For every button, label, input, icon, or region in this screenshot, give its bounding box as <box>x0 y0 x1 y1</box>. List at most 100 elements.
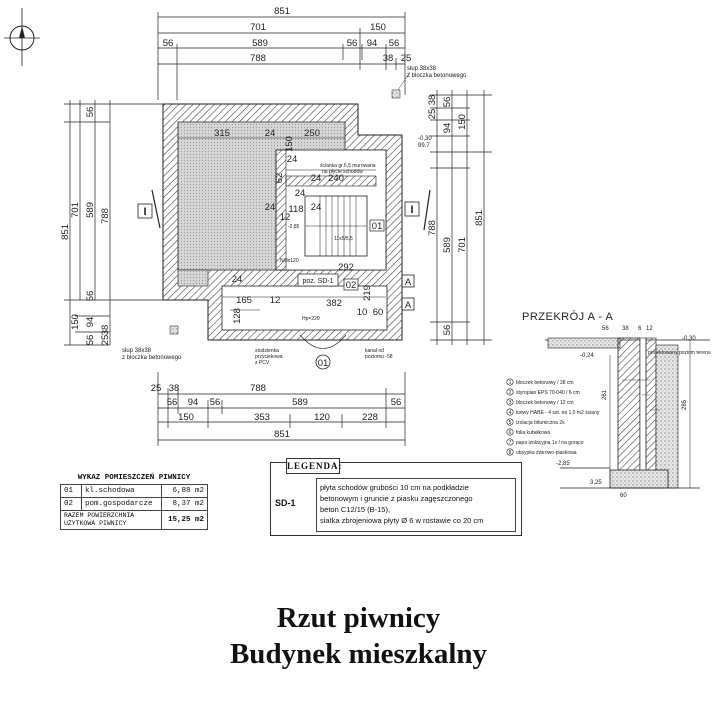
dim-bot-56a: 56 <box>167 397 178 408</box>
dim-left-851: 851 <box>60 224 71 240</box>
pos-sd1-box <box>297 273 339 287</box>
sec-level-mid: -0,24 <box>580 353 594 359</box>
pillar-bottom <box>169 325 179 335</box>
room-no: 01 <box>60 484 82 498</box>
room-area: 6,88 m2 <box>160 484 209 498</box>
dim-right-94: 94 <box>442 123 453 134</box>
legend-code: SD-1 <box>275 498 296 508</box>
layer-6-text: folia kubełkowa <box>516 430 550 436</box>
entry-marker <box>315 354 331 370</box>
channel-note: kanał od <box>365 348 384 354</box>
dim-left-38: 38 <box>100 325 111 336</box>
dim-top-56b: 56 <box>347 38 358 49</box>
sec-dim-12: 12 <box>646 326 653 332</box>
section-a-label: A <box>405 277 412 288</box>
dim-bot-25: 25 <box>151 383 162 394</box>
table-row: 02 pom.gospodarcze 8,37 m2 <box>60 497 209 511</box>
section-label-left: I <box>143 206 146 218</box>
room-name: pom.gospodarcze <box>81 497 162 511</box>
layer-7-no: 7 <box>509 440 512 446</box>
int-dim-12b: 12 <box>270 295 281 306</box>
section-marker-left <box>137 189 161 229</box>
dim-bot-228: 228 <box>362 412 378 423</box>
int-dim-24a: 24 <box>265 128 276 139</box>
stair-wall-note2: na płycie schodów <box>322 169 363 175</box>
dim-bot-120: 120 <box>314 412 330 423</box>
int-dim-150: 150 <box>284 136 295 152</box>
int-dim-24f: 24 <box>311 202 322 213</box>
dim-bot-150: 150 <box>178 412 194 423</box>
int-dim-165: 165 <box>236 295 252 306</box>
interior-dimensions <box>178 137 386 311</box>
title-line-1: Rzut piwnicy <box>276 602 441 634</box>
sec-level-top: -0,30 <box>682 336 696 342</box>
dim-top-56a: 56 <box>163 38 174 49</box>
int-dim-10: 10 <box>357 307 368 318</box>
int-dim-12a: 12 <box>280 212 291 223</box>
total-area: 15,25 m2 <box>160 510 209 530</box>
int-dim-382: 382 <box>326 298 342 309</box>
right-dimension-chain <box>430 90 492 345</box>
section-label-right: I <box>410 204 413 216</box>
entry-label: 01 <box>318 358 329 369</box>
dim-top-150: 150 <box>370 22 386 33</box>
stairs-steps-label: 11x5/5,5 <box>334 236 353 242</box>
rooms-table-header: WYKAZ POMIESZCZEŃ PIWNICY <box>60 472 208 485</box>
legend-text: płyta schodów grubości 10 cm na podkładz… <box>320 482 515 526</box>
int-dim-292: 292 <box>338 262 354 273</box>
int-dim-24c: 24 <box>311 173 322 184</box>
rooms-table-caption: WYKAZ POMIESZCZEŃ PIWNICY <box>60 472 208 485</box>
left-dimension-chain <box>64 100 165 346</box>
dim-bot-56c: 56 <box>391 397 402 408</box>
sec-dim-6: 6 <box>638 326 642 332</box>
dim-right-150: 150 <box>457 114 468 130</box>
dim-bot-94: 94 <box>188 397 199 408</box>
dim-left-25: 25 <box>100 335 111 346</box>
dim-left-701: 701 <box>70 202 81 218</box>
pillar-top-note2: z bloczka betonowego <box>407 73 467 79</box>
int-dim-118: 118 <box>288 204 303 215</box>
int-dim-128: 128 <box>232 308 243 324</box>
section-layer-list: 1 bloczek betonowy / 38 cm 2 styropian E… <box>506 378 600 456</box>
section-layer-callouts <box>622 379 660 411</box>
layer-3-text: bloczek betonowy / 12 cm <box>516 400 574 406</box>
sec-h2: 285 <box>682 399 688 410</box>
title-line-2: Budynek mieszkalny <box>229 638 488 670</box>
window-note: N/3x120 <box>280 258 299 264</box>
door-note: Hp=220 <box>302 316 320 322</box>
dim-top-589: 589 <box>252 38 268 49</box>
room-label-01: 01 <box>372 221 383 232</box>
int-dim-315: 315 <box>214 128 230 139</box>
dim-right-25: 25 <box>427 109 438 120</box>
dim-bot-788: 788 <box>250 383 266 394</box>
level-note-a: -0,30 <box>418 136 432 142</box>
layer-7-text: papa izolacyjna 1x / na gorąco <box>516 440 584 446</box>
layer-2-no: 2 <box>509 390 512 396</box>
section-a-label-2: A <box>405 300 412 311</box>
pos-sd1-label: poz. SD-1 <box>302 278 333 285</box>
well-note2: przyciekowa <box>255 354 283 360</box>
layer-4-text: kotwy HABE - 4 szt. na 1,0 m2 ściany <box>516 410 600 416</box>
section-marker-right <box>404 189 431 231</box>
section-a-marker <box>401 274 415 311</box>
int-dim-60: 60 <box>373 307 384 318</box>
int-dim-24b: 24 <box>287 154 298 165</box>
section-aa-drawing <box>545 337 710 489</box>
dim-right-701: 701 <box>457 237 468 253</box>
room-name: kl.schodowa <box>81 484 162 498</box>
int-dim-24d: 24 <box>295 188 306 199</box>
dim-bot-353: 353 <box>254 412 270 423</box>
rooms-table: WYKAZ POMIESZCZEŃ PIWNICY 01 kl.schodowa… <box>60 472 209 530</box>
level-note-b: 99,7 <box>418 143 430 149</box>
table-row-total: RAZEM POWIERZCHNIA UŻYTKOWA PIWNICY 15,2… <box>60 510 209 530</box>
dim-left-56b: 56 <box>85 291 96 302</box>
sec-level-label: projektowany poziom terenu <box>648 350 711 356</box>
section-aa-title: PRZEKRÓJ A - A <box>522 310 614 323</box>
layer-1-no: 1 <box>509 380 512 386</box>
level-in-note: -2,85 <box>288 224 300 230</box>
dim-bot-56b: 56 <box>210 397 221 408</box>
dim-top-38: 38 <box>383 53 394 64</box>
sec-b2: 60 <box>620 493 627 499</box>
int-dim-240: 240 <box>328 173 344 184</box>
